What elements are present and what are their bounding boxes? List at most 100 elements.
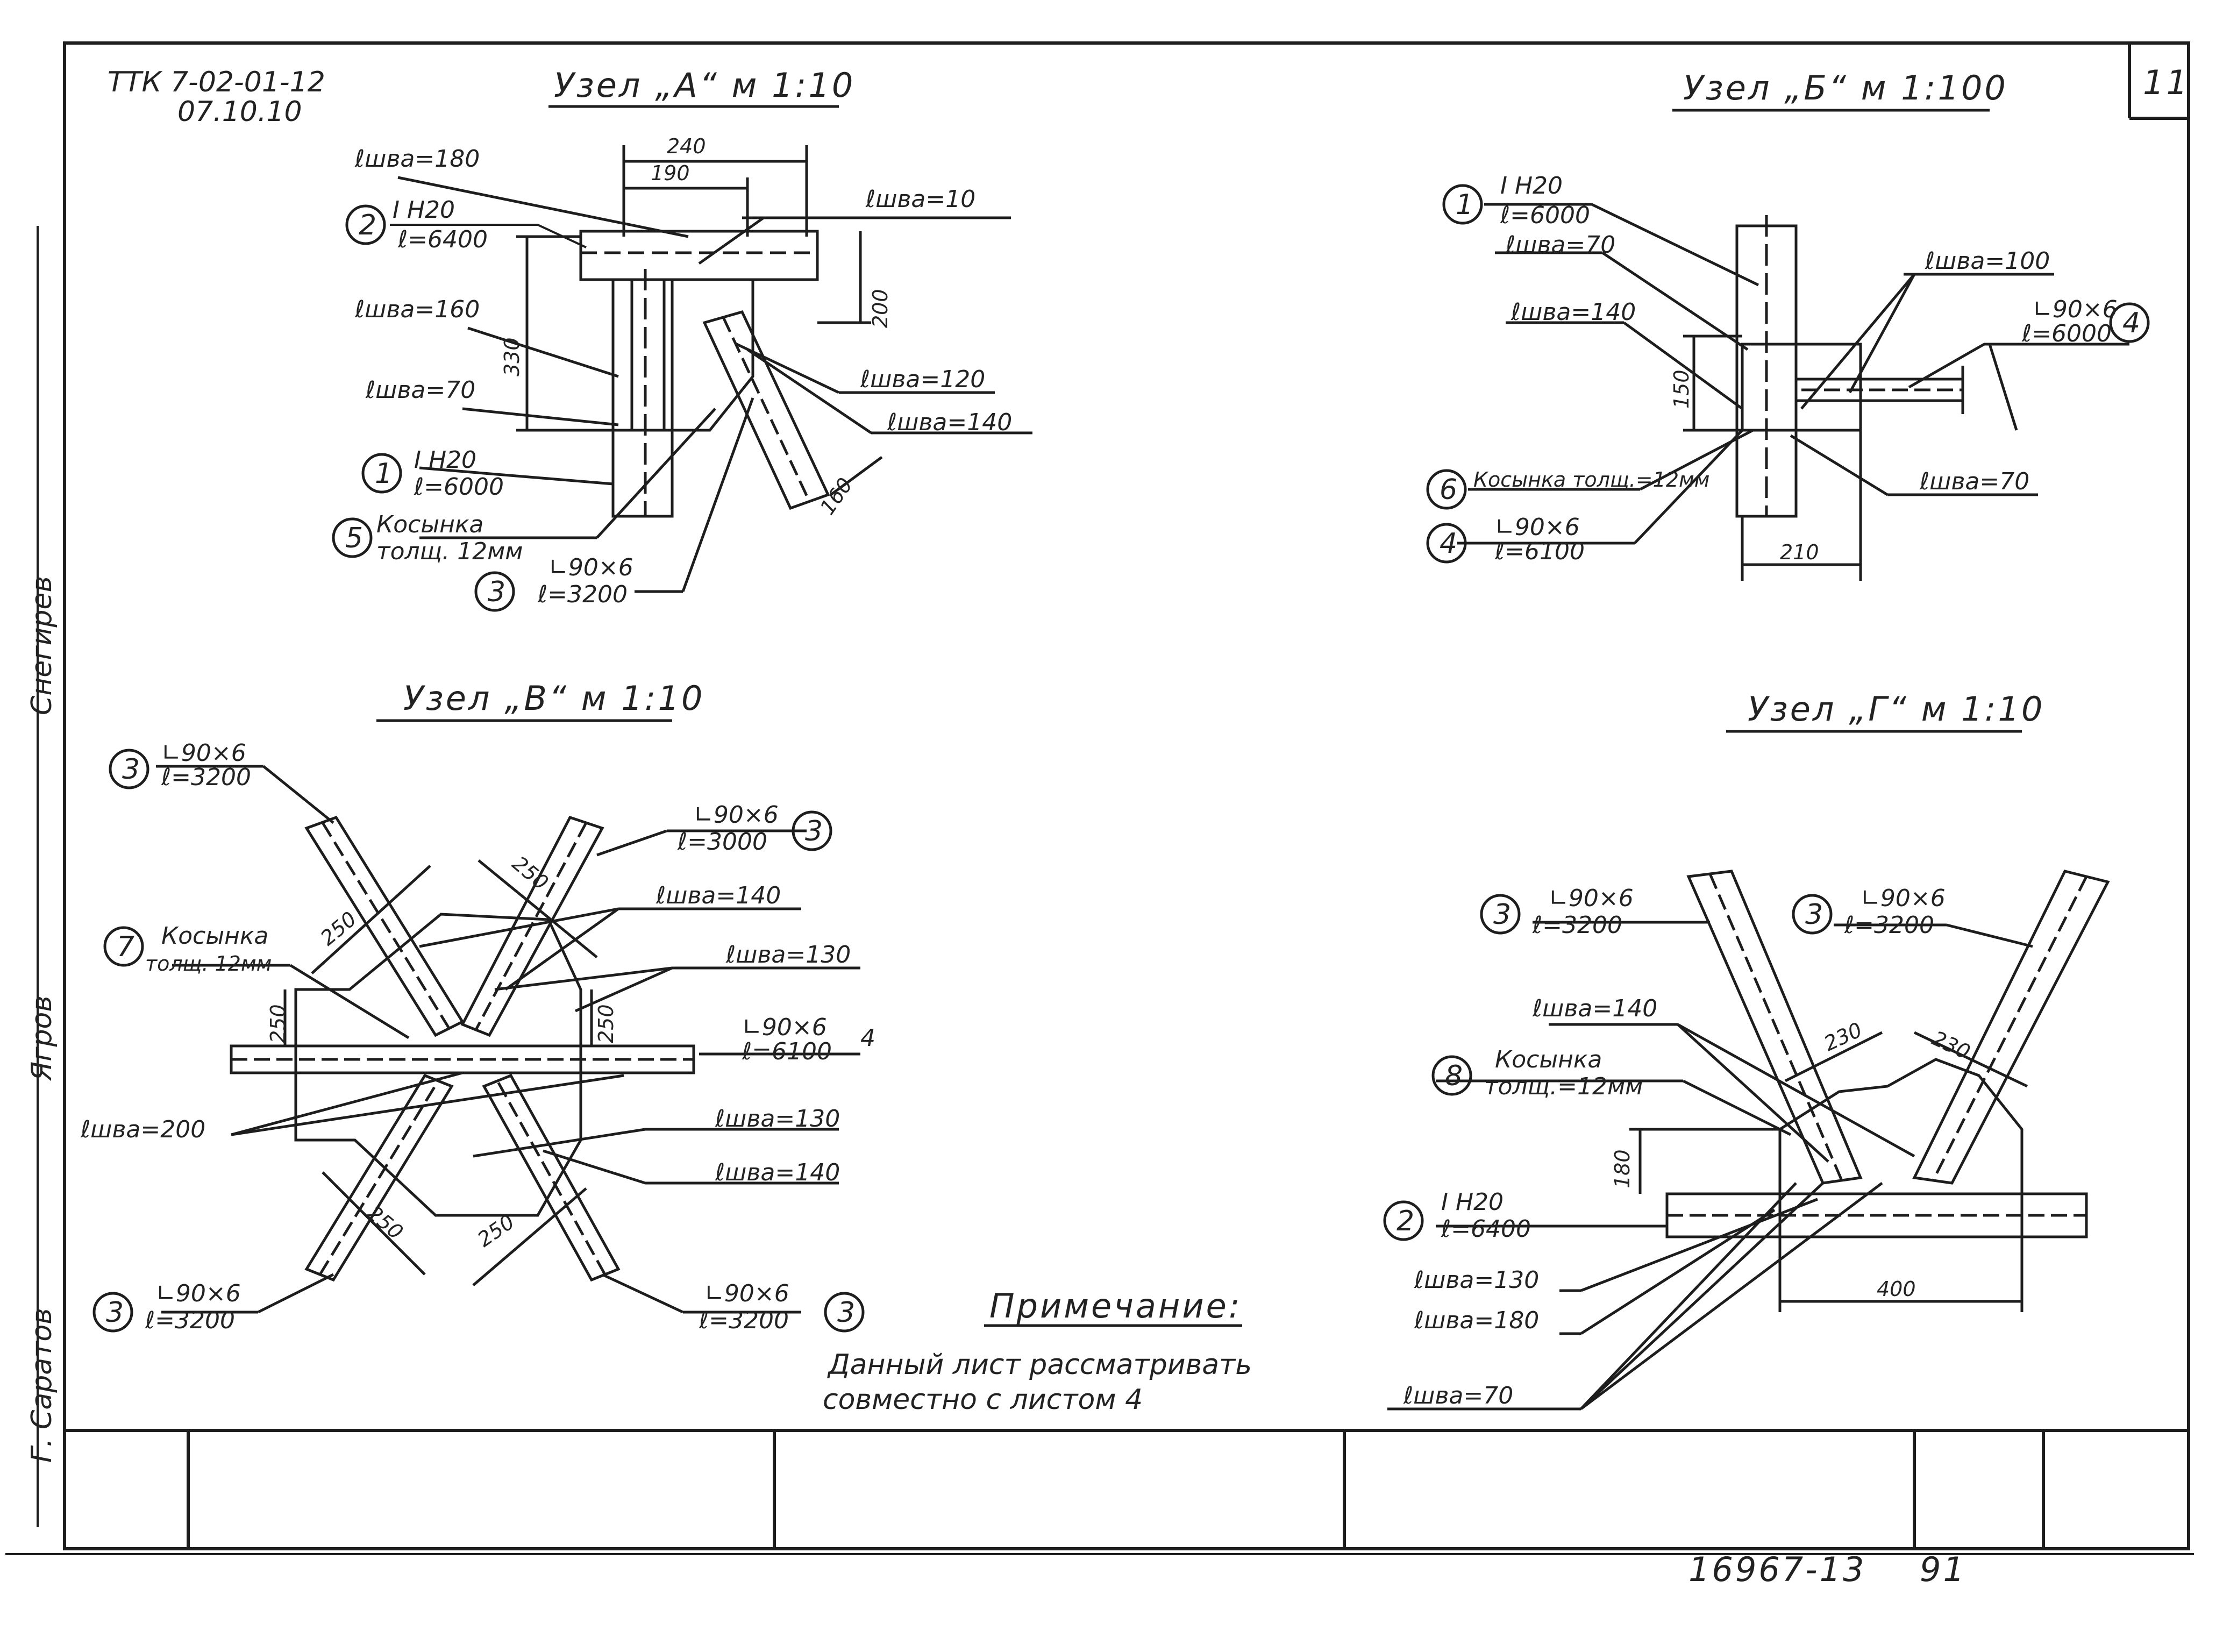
callout-g-num-8: 8	[1445, 1060, 1463, 1092]
node-b-title: Узел „Б“ м 1:100	[1683, 68, 2008, 108]
callout-a-1-line1: I H20	[414, 446, 476, 474]
callout-a-5-line2: толщ. 12мм	[376, 538, 523, 565]
callout-a-num-3: 3	[488, 576, 505, 608]
callout-a-num-2: 2	[359, 209, 376, 241]
weld-a-140: ℓшва=140	[887, 409, 1012, 436]
weld-a-10: ℓшва=10	[865, 186, 975, 213]
callout-b-num-6: 6	[1440, 474, 1457, 506]
dim-v-250-4: 250	[594, 1004, 618, 1043]
archive-number: 16967-13	[1688, 1550, 1866, 1589]
weld-g-70: ℓшва=70	[1403, 1382, 1513, 1409]
callout-v-num-7: 7	[117, 931, 134, 963]
callout-g-3b-line2: ℓ=3200	[1844, 912, 1934, 939]
doc-code: ТТК 7-02-01-12	[108, 66, 325, 98]
weld-v-130: ℓшва=130	[725, 941, 851, 969]
callout-b-4a-line2: ℓ=6000	[2021, 320, 2112, 347]
callout-a-2-line2: ℓ=6400	[397, 226, 488, 253]
callout-v-3c-line1: ∟90×6	[156, 1280, 241, 1307]
callout-a-2-line1: I H20	[393, 196, 455, 224]
side-label-city: Г. Саратов	[26, 1308, 58, 1463]
dim-g-180: 180	[1611, 1149, 1634, 1188]
weld-v-130-2: ℓшва=130	[715, 1105, 840, 1133]
callout-g-8-line1: Косынка	[1495, 1046, 1602, 1073]
dim-v-250-3: 250	[266, 1004, 290, 1043]
callout-v-3d-line1: ∟90×6	[704, 1280, 789, 1307]
note-heading: Примечание:	[989, 1286, 1242, 1326]
weld-a-180: ℓшва=180	[354, 145, 480, 173]
callout-v-7-line2: толщ. 12мм	[145, 952, 272, 975]
page-number: 91	[1920, 1550, 1966, 1589]
weld-b-140: ℓшва=140	[1510, 298, 1636, 326]
node-a: Узел „А“ м 1:10	[332, 66, 1032, 612]
weld-g-140: ℓшва=140	[1532, 995, 1657, 1022]
callout-g-num-3a: 3	[1493, 899, 1511, 931]
sheet-number: 11	[2143, 63, 2190, 102]
sheet-frame	[5, 41, 2194, 1555]
dim-b-210: 210	[1780, 540, 1819, 564]
note-line-2: совместно с листом 4	[823, 1384, 1143, 1416]
weld-a-160: ℓшва=160	[354, 296, 480, 323]
callout-b-1-line1: I H20	[1500, 172, 1563, 200]
callout-v-num-3a: 3	[122, 753, 140, 786]
dim-b-150: 150	[1670, 369, 1693, 409]
node-a-title: Узел „А“ м 1:10	[554, 66, 855, 105]
node-g: Узел „Г“ м 1:10	[1383, 689, 2110, 1411]
callout-a-3-line1: ∟90×6	[548, 554, 633, 581]
callout-b-1-line2: ℓ=6000	[1500, 202, 1590, 229]
callout-b-4b-line2: ℓ=6100	[1494, 538, 1585, 565]
weld-g-130: ℓшва=130	[1414, 1266, 1539, 1294]
callout-b-6-line1: Косынка толщ.=12мм	[1473, 468, 1709, 492]
node-v: Узел „В“ м 1:10	[80, 679, 875, 1334]
node-g-title: Узел „Г“ м 1:10	[1748, 689, 2044, 729]
callout-v-3b-line1: ∟90×6	[694, 801, 779, 829]
dim-200: 200	[868, 289, 892, 328]
dim-v-250-1: 250	[316, 907, 361, 950]
dim-190: 190	[651, 161, 690, 185]
node-b: Узел „Б“ м 1:100	[1426, 68, 2150, 581]
weld-b-100: ℓшва=100	[1925, 247, 2050, 275]
callout-g-3a-line2: ℓ=3200	[1532, 912, 1622, 939]
side-label-name-1: Ягров	[26, 995, 58, 1081]
callout-v-3b-line2: ℓ=3000	[677, 828, 767, 856]
dim-330: 330	[500, 337, 524, 376]
callout-v-3a-line2: ℓ=3200	[161, 764, 251, 791]
callout-v-3c-line2: ℓ=3200	[145, 1307, 235, 1334]
doc-date: 07.10.10	[177, 96, 302, 128]
callout-b-4a-line1: ∟90×6	[2033, 296, 2118, 323]
callout-v-3d-line2: ℓ=3200	[699, 1307, 789, 1334]
dim-240: 240	[667, 134, 706, 158]
callout-g-2-line1: I H20	[1441, 1188, 1504, 1216]
callout-g-8-line2: толщ.=12мм	[1484, 1073, 1643, 1100]
dim-g-230-1: 230	[1820, 1018, 1865, 1056]
weld-a-70: ℓшва=70	[365, 376, 475, 404]
callout-a-num-1: 1	[375, 458, 393, 490]
node-v-title: Узел „В“ м 1:10	[403, 679, 704, 718]
callout-b-num-4b: 4	[1440, 528, 1457, 560]
weld-v-140: ℓшва=140	[656, 882, 781, 909]
weld-v-140-2: ℓшва=140	[715, 1159, 840, 1186]
callout-g-num-2: 2	[1396, 1205, 1414, 1237]
callout-v-num-3b: 3	[805, 815, 823, 848]
dim-v-250-5: 250	[362, 1201, 408, 1244]
callout-b-4b-line1: ∟90×6	[1495, 514, 1580, 541]
callout-v-4-line2: ℓ=6100	[742, 1038, 832, 1065]
callout-g-3b-line1: ∟90×6	[1861, 885, 1946, 912]
weld-a-120: ℓшва=120	[860, 366, 985, 393]
callout-a-num-5: 5	[345, 522, 363, 554]
callout-b-num-4a: 4	[2122, 307, 2140, 339]
note-line-1: Данный лист рассматривать	[827, 1349, 1252, 1381]
callout-v-7-line1: Косынка	[161, 922, 268, 950]
weld-g-180: ℓшва=180	[1414, 1307, 1539, 1334]
weld-b-70-2: ℓшва=70	[1919, 468, 2029, 495]
callout-a-1-line2: ℓ=6000	[414, 473, 504, 501]
callout-g-num-3b: 3	[1805, 899, 1823, 931]
callout-a-5-line1: Косынка	[376, 511, 483, 538]
note: Примечание: Данный лист рассматривать со…	[823, 1286, 1252, 1416]
weld-v-200: ℓшва=200	[80, 1116, 205, 1143]
callout-g-2-line2: ℓ=6400	[1441, 1215, 1531, 1243]
weld-b-70: ℓшва=70	[1505, 231, 1615, 259]
callout-v-3a-line1: ∟90×6	[161, 739, 246, 767]
callout-b-num-1: 1	[1456, 189, 1473, 221]
callout-v-4-line1: ∟90×6	[742, 1014, 827, 1041]
